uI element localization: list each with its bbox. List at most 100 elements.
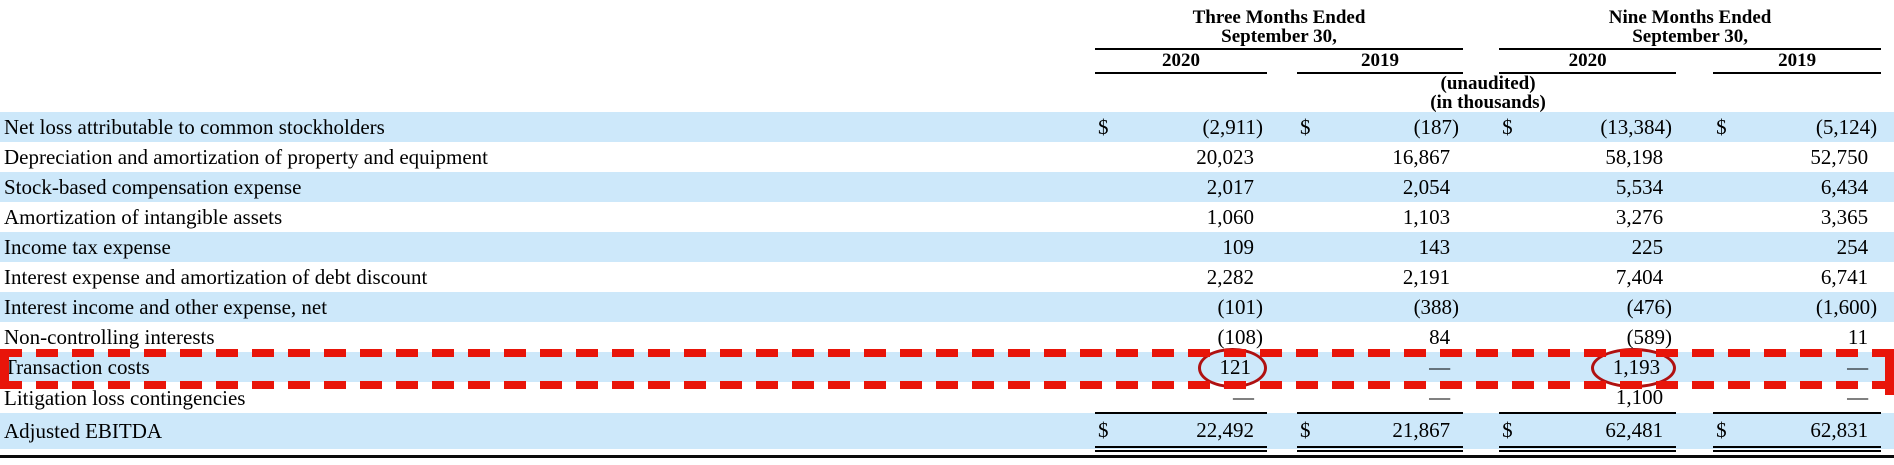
row-label: Interest income and other expense, net <box>4 295 328 319</box>
col-header-9m-2020: 2020 <box>1499 49 1677 74</box>
value: — <box>1847 355 1869 379</box>
note-line2: (in thousands) <box>1430 92 1546 113</box>
value: 1,060 <box>1206 205 1254 229</box>
row-label: Stock-based compensation expense <box>4 175 302 199</box>
value: (2,911) <box>1202 115 1263 139</box>
value-cell: (2,911) <box>1127 112 1267 142</box>
table-row-interest-expense: Interest expense and amortization of deb… <box>0 262 1894 292</box>
value: — <box>1847 385 1869 409</box>
header-gap <box>1676 49 1713 73</box>
value-cell: 16,867 <box>1329 142 1463 172</box>
value-cell: (1,600) <box>1745 292 1881 322</box>
value: (589) <box>1626 325 1673 349</box>
value: (108) <box>1217 325 1264 349</box>
value: 1,100 <box>1615 385 1664 409</box>
value-cell: — <box>1745 382 1881 413</box>
currency-cell: $ <box>1300 115 1311 139</box>
col-group-three-months: Three Months Ended September 30, <box>1095 7 1464 50</box>
value-cell: 2,282 <box>1127 262 1267 292</box>
row-label: Transaction costs <box>4 355 150 379</box>
value: 2,054 <box>1402 175 1451 199</box>
value-cell: 1,193 <box>1531 348 1677 388</box>
value: 2,282 <box>1206 265 1254 289</box>
currency-cell: $ <box>1098 115 1109 139</box>
value: 254 <box>1836 235 1869 259</box>
header-spacer <box>0 73 1095 112</box>
currency-cell: $ <box>1297 412 1329 452</box>
table-row-adjusted-ebitda: Adjusted EBITDA $ 22,492 $ 21,867 $ 62,4… <box>0 412 1894 452</box>
value-cell: — <box>1329 352 1463 382</box>
value-cell: (5,124) <box>1745 112 1881 142</box>
value: (388) <box>1413 295 1460 319</box>
currency-cell: $ <box>1502 115 1513 139</box>
value-cell: 58,198 <box>1531 142 1676 172</box>
header-spacer <box>1881 73 1894 112</box>
table-row-non-controlling: Non-controlling interests (108) 84 (589)… <box>0 322 1894 352</box>
value-cell: (589) <box>1531 322 1676 352</box>
value-cell: 121 <box>1127 348 1267 388</box>
table-row-litigation: Litigation loss contingencies — — 1,100 … <box>0 382 1894 413</box>
value: 143 <box>1418 235 1451 259</box>
value-cell: (388) <box>1329 292 1463 322</box>
group-title-line1: Three Months Ended <box>1192 7 1366 28</box>
value-cell: 52,750 <box>1745 142 1881 172</box>
header-gap <box>1267 49 1297 73</box>
value: 6,434 <box>1820 175 1869 199</box>
row-label: Income tax expense <box>4 235 171 259</box>
value-cell: 6,741 <box>1745 262 1881 292</box>
header-spacer <box>1881 8 1894 49</box>
table-row-stock-comp: Stock-based compensation expense 2,017 2… <box>0 172 1894 202</box>
row-label: Adjusted EBITDA <box>4 419 163 443</box>
header-year-row: 2020 2019 2020 2019 <box>0 49 1894 74</box>
value-cell: 143 <box>1329 232 1463 262</box>
ebitda-reconciliation-table: Three Months Ended September 30, Nine Mo… <box>0 8 1894 452</box>
value: 5,534 <box>1615 175 1664 199</box>
value: (5,124) <box>1815 115 1878 139</box>
row-label: Net loss attributable to common stockhol… <box>4 115 385 139</box>
table-row-transaction-costs: Transaction costs 121 — 1,193 — <box>0 348 1894 388</box>
value: (187) <box>1413 115 1460 139</box>
header-spacer <box>1881 49 1894 73</box>
table-row-interest-income: Interest income and other expense, net (… <box>0 292 1894 322</box>
unaudited-note: (unaudited) (in thousands) <box>1095 73 1881 112</box>
value-cell: — <box>1329 382 1463 413</box>
value-cell: 11 <box>1745 322 1881 352</box>
value-cell: 109 <box>1127 232 1267 262</box>
table-row-income-tax: Income tax expense 109 143 225 254 <box>0 232 1894 262</box>
value: 109 <box>1222 235 1255 259</box>
value-cell: (13,384) <box>1531 112 1676 142</box>
currency-cell: $ <box>1713 412 1746 452</box>
col-header-9m-2019: 2019 <box>1713 49 1882 74</box>
value-cell: 2,054 <box>1329 172 1463 202</box>
value-cell: (108) <box>1127 322 1267 352</box>
value: (1,600) <box>1815 295 1878 319</box>
col-header-3m-2019: 2019 <box>1297 49 1464 74</box>
value-cell: 21,867 <box>1329 412 1464 452</box>
value: (101) <box>1217 295 1264 319</box>
note-line1: (unaudited) <box>1440 73 1536 94</box>
table-row-net-loss: Net loss attributable to common stockhol… <box>0 112 1894 142</box>
value-cell: 3,276 <box>1531 202 1676 232</box>
value: 2,191 <box>1402 265 1451 289</box>
currency-cell: $ <box>1095 412 1127 452</box>
value-cell: 5,534 <box>1531 172 1676 202</box>
value-cell: — <box>1745 352 1881 382</box>
value: — <box>1233 385 1254 409</box>
bottom-horizontal-rule <box>0 455 1894 458</box>
col-group-nine-months: Nine Months Ended September 30, <box>1499 8 1882 50</box>
value: 52,750 <box>1810 145 1869 169</box>
value: — <box>1429 355 1451 379</box>
value-cell: 254 <box>1745 232 1881 262</box>
value-cell: 6,434 <box>1745 172 1881 202</box>
header-note-row: (unaudited) (in thousands) <box>0 73 1894 112</box>
value-cell: (101) <box>1127 292 1267 322</box>
value-cell: 225 <box>1531 232 1676 262</box>
value-cell: (476) <box>1531 292 1676 322</box>
value: 11 <box>1847 325 1869 349</box>
header-spacer <box>0 8 1095 49</box>
header-spacer <box>0 49 1095 73</box>
value: 2,017 <box>1206 175 1254 199</box>
group-title-line2: September 30, <box>1632 26 1748 47</box>
